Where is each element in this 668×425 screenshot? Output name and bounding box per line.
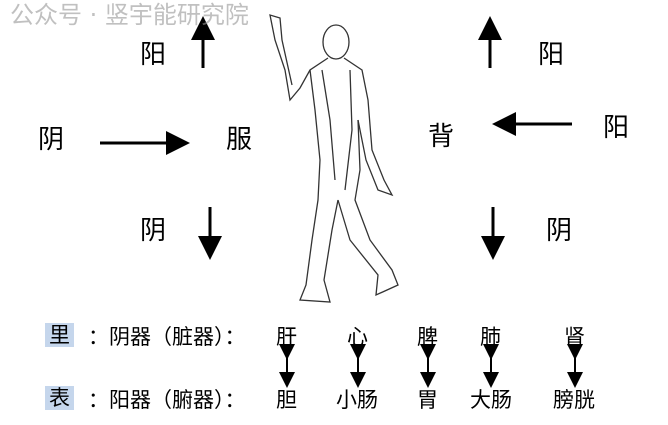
organ: 肺 xyxy=(480,325,501,349)
back-title: 背 xyxy=(428,122,455,152)
outer-text: ：阳器（腑器）： xyxy=(88,388,246,412)
inner-label: 里 xyxy=(45,323,74,347)
organ: 胃 xyxy=(417,388,438,412)
outer-label: 表 xyxy=(45,386,74,410)
watermark: 公众号 · 竖宇能研究院 xyxy=(10,1,249,29)
back-up-label: 阳 xyxy=(538,40,565,70)
organ: 大肠 xyxy=(470,388,512,412)
relation-arrows xyxy=(279,344,583,388)
organ: 脾 xyxy=(417,325,438,349)
back-right-label: 阳 xyxy=(603,113,630,143)
organ: 肝 xyxy=(276,325,297,349)
front-left-label: 阴 xyxy=(38,125,65,155)
organ: 胆 xyxy=(276,388,297,412)
organ: 小肠 xyxy=(336,388,378,412)
front-up-label: 阳 xyxy=(140,40,167,70)
inner-text: ：阴器（脏器）： xyxy=(88,325,246,349)
organ: 膀胱 xyxy=(553,388,595,412)
human-figure xyxy=(269,14,399,303)
organ: 心 xyxy=(347,325,368,349)
front-title: 服 xyxy=(226,125,253,155)
back-down-label: 阴 xyxy=(546,216,573,246)
front-down-label: 阴 xyxy=(140,216,167,246)
organ: 肾 xyxy=(564,325,585,349)
